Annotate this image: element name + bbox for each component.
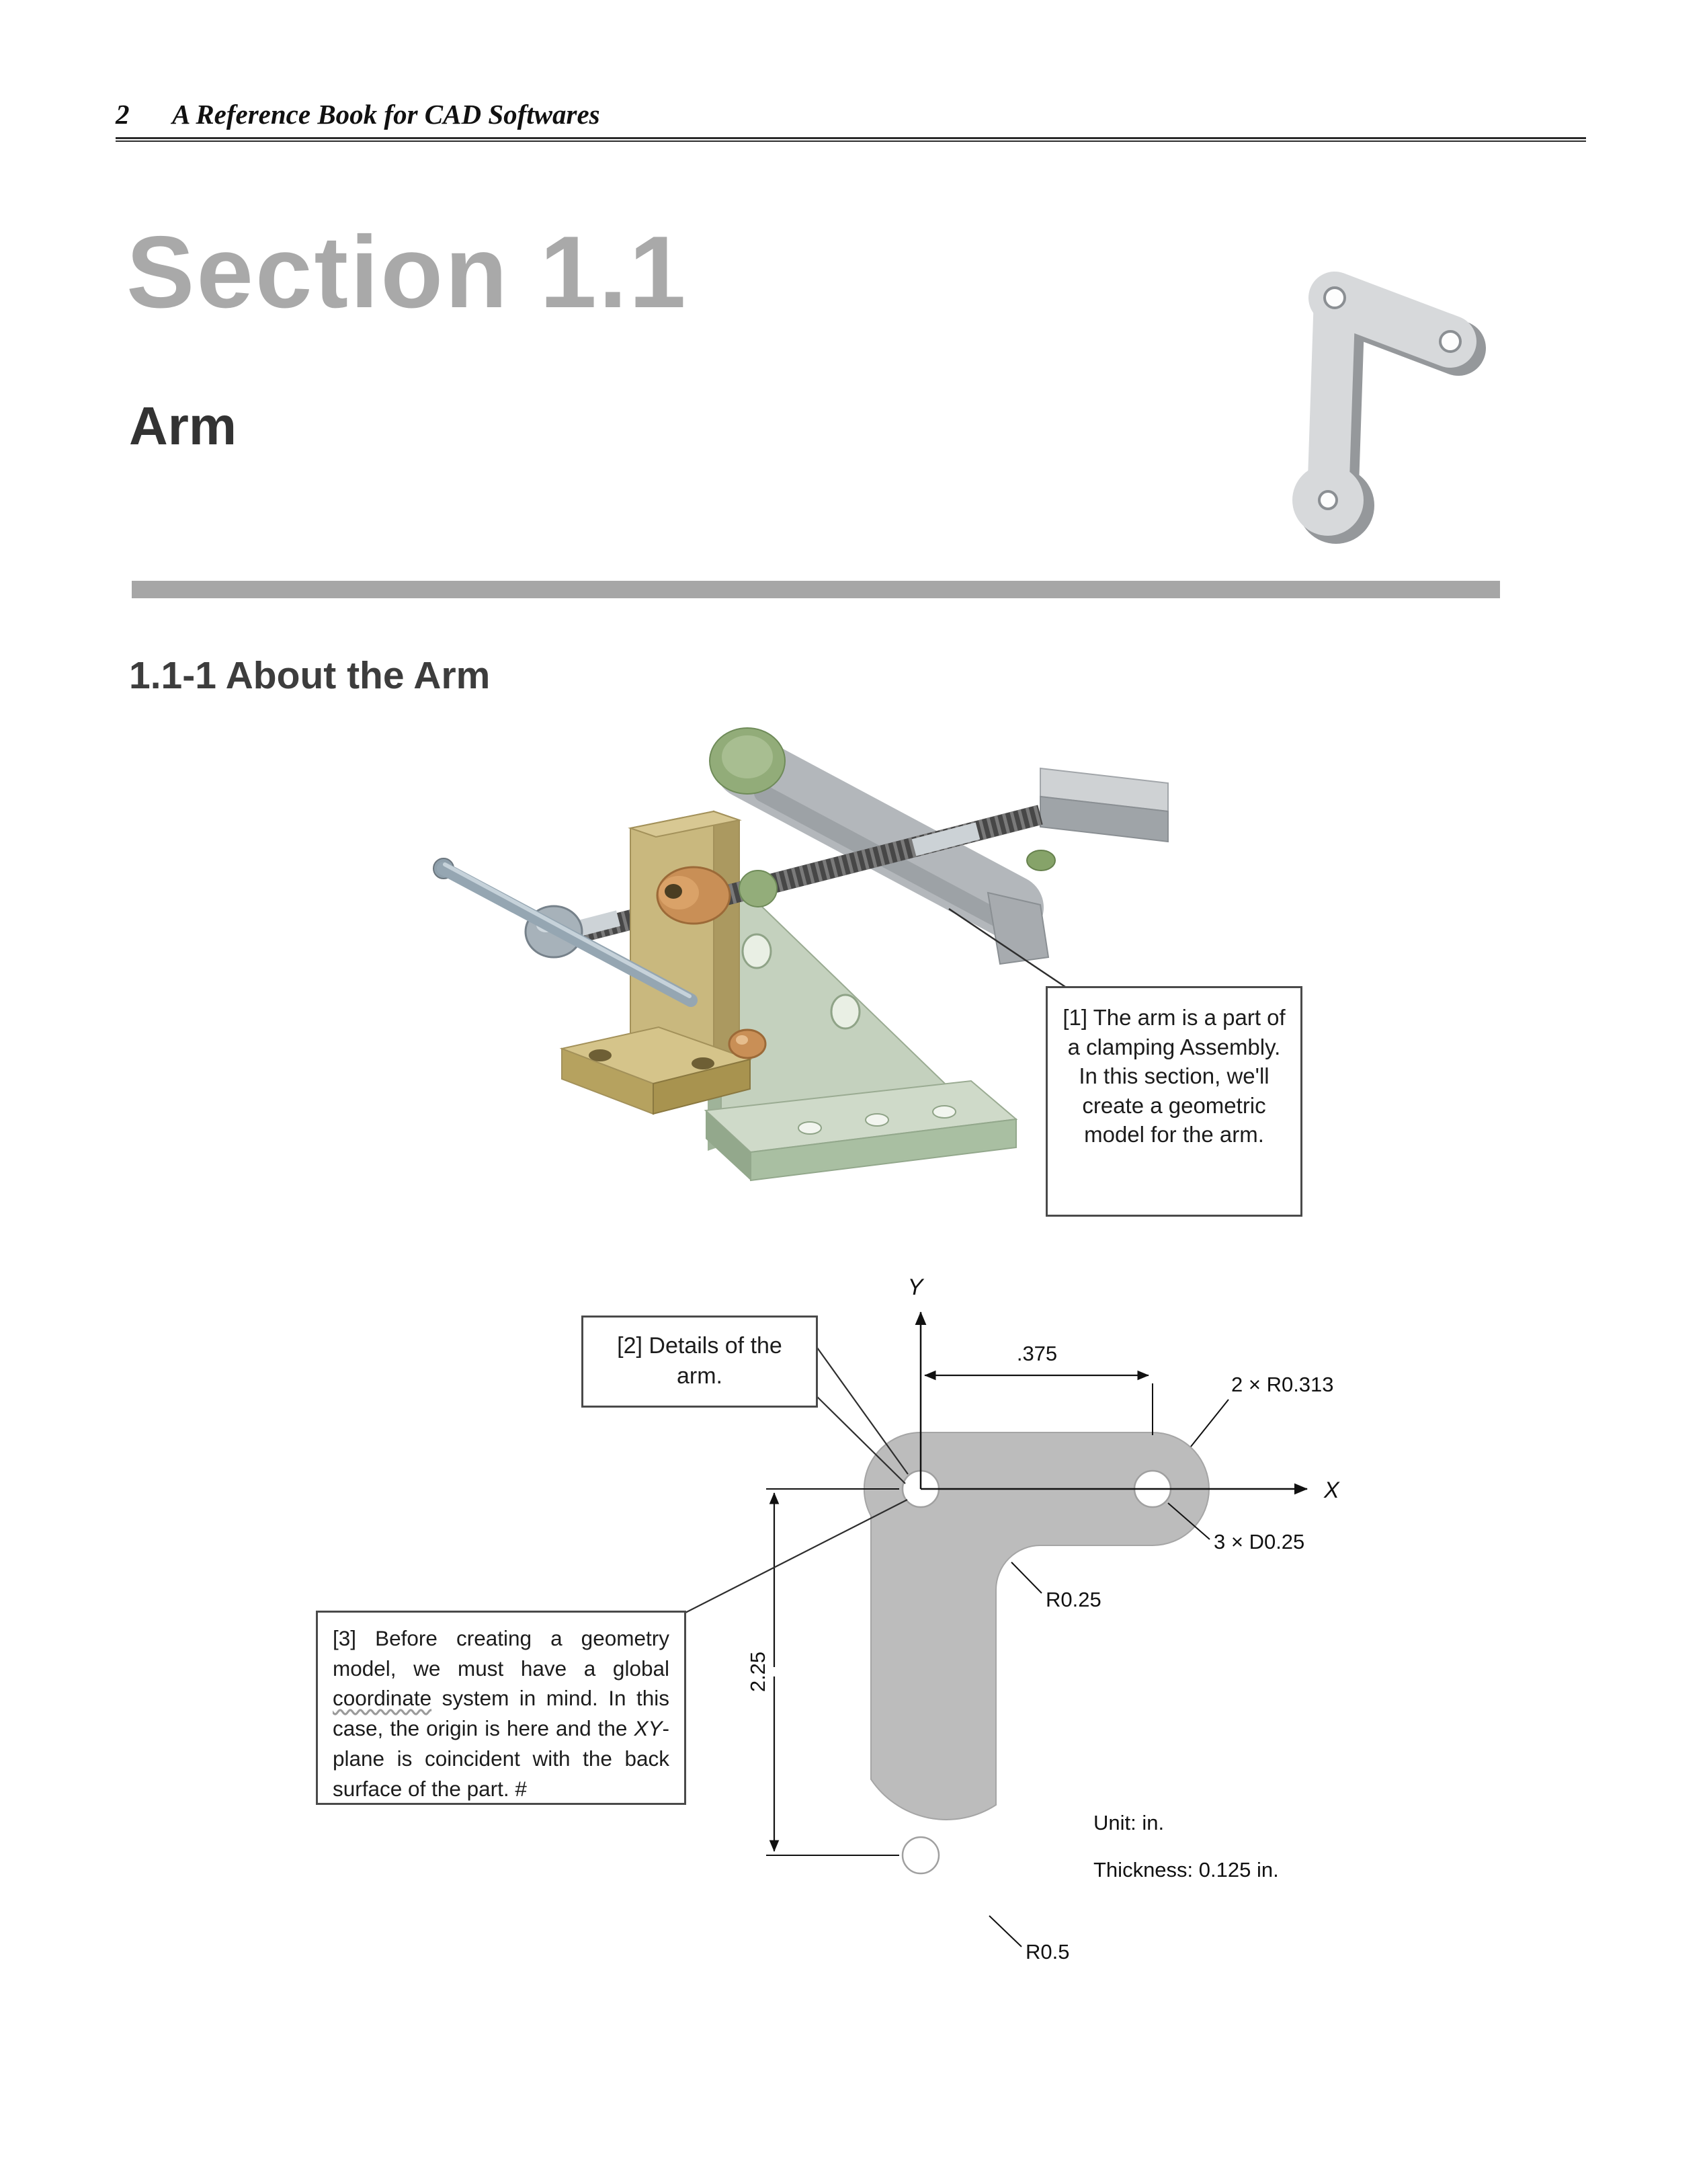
callout-3-text3: -plane is coincident with the back surfa…: [333, 1716, 669, 1801]
technical-drawing: Y X .375 2.25 2 × R0.313 3 × D0.25 R0.25…: [683, 1275, 1340, 1964]
callout-3: [3] Before creating a geometry model, we…: [316, 1611, 686, 1805]
callout3-leader: [683, 1499, 908, 1614]
callout-1-text: [1] The arm is a part of a clamping Asse…: [1063, 1005, 1286, 1147]
y-axis-label: Y: [908, 1275, 925, 1300]
dim-width: .375: [1017, 1342, 1057, 1365]
callout-3-wavy-word: coordinate: [333, 1686, 432, 1711]
section-subtitle: Arm: [129, 396, 237, 456]
book-title: A Reference Book for CAD Softwares: [172, 99, 600, 130]
callout-2-text: [2] Details of the arm.: [617, 1333, 782, 1389]
section-divider-bar: [132, 581, 1500, 598]
dim-height: 2.25: [746, 1652, 769, 1692]
arm-outline: [863, 1431, 1210, 1820]
thumb-hole-3: [1318, 490, 1338, 510]
callout-3-text: [3] Before creating a geometry model, we…: [333, 1626, 669, 1681]
callout-1: [1] The arm is a part of a clamping Asse…: [1046, 986, 1302, 1217]
header-rule: [116, 137, 1586, 142]
dim-hole-diameter: 3 × D0.25: [1214, 1530, 1304, 1553]
thumb-hole-2: [1439, 330, 1462, 353]
section-title: Section 1.1: [126, 215, 688, 329]
assembly-arm: [715, 734, 1044, 940]
page-number: 2: [116, 99, 130, 130]
note-thickness: Thickness: 0.125 in.: [1093, 1858, 1279, 1882]
note-unit: Unit: in.: [1093, 1811, 1164, 1834]
handle-bar: [437, 862, 698, 1007]
arm-part-3d-thumbnail: [1292, 272, 1486, 544]
callout-3-italic-word: XY: [634, 1716, 663, 1741]
assembly-illustration: [433, 727, 1169, 1182]
callout2-leader-a: [817, 1347, 909, 1475]
dim-fillet-radius: R0.25: [1046, 1588, 1101, 1611]
dim-bottom-radius: R0.5: [1026, 1940, 1069, 1964]
callout1-leader: [948, 907, 1068, 989]
callout-3-text2: system in mind. In this case, the origin…: [333, 1686, 669, 1741]
x-axis-label: X: [1323, 1478, 1340, 1503]
callout2-leader-b: [817, 1396, 906, 1484]
bottom-hole: [901, 1836, 940, 1875]
thumb-hole-1: [1323, 286, 1346, 309]
subsection-title: 1.1-1 About the Arm: [129, 654, 491, 697]
dim-end-radius: 2 × R0.313: [1231, 1373, 1334, 1396]
callout-2: [2] Details of the arm.: [581, 1316, 818, 1408]
